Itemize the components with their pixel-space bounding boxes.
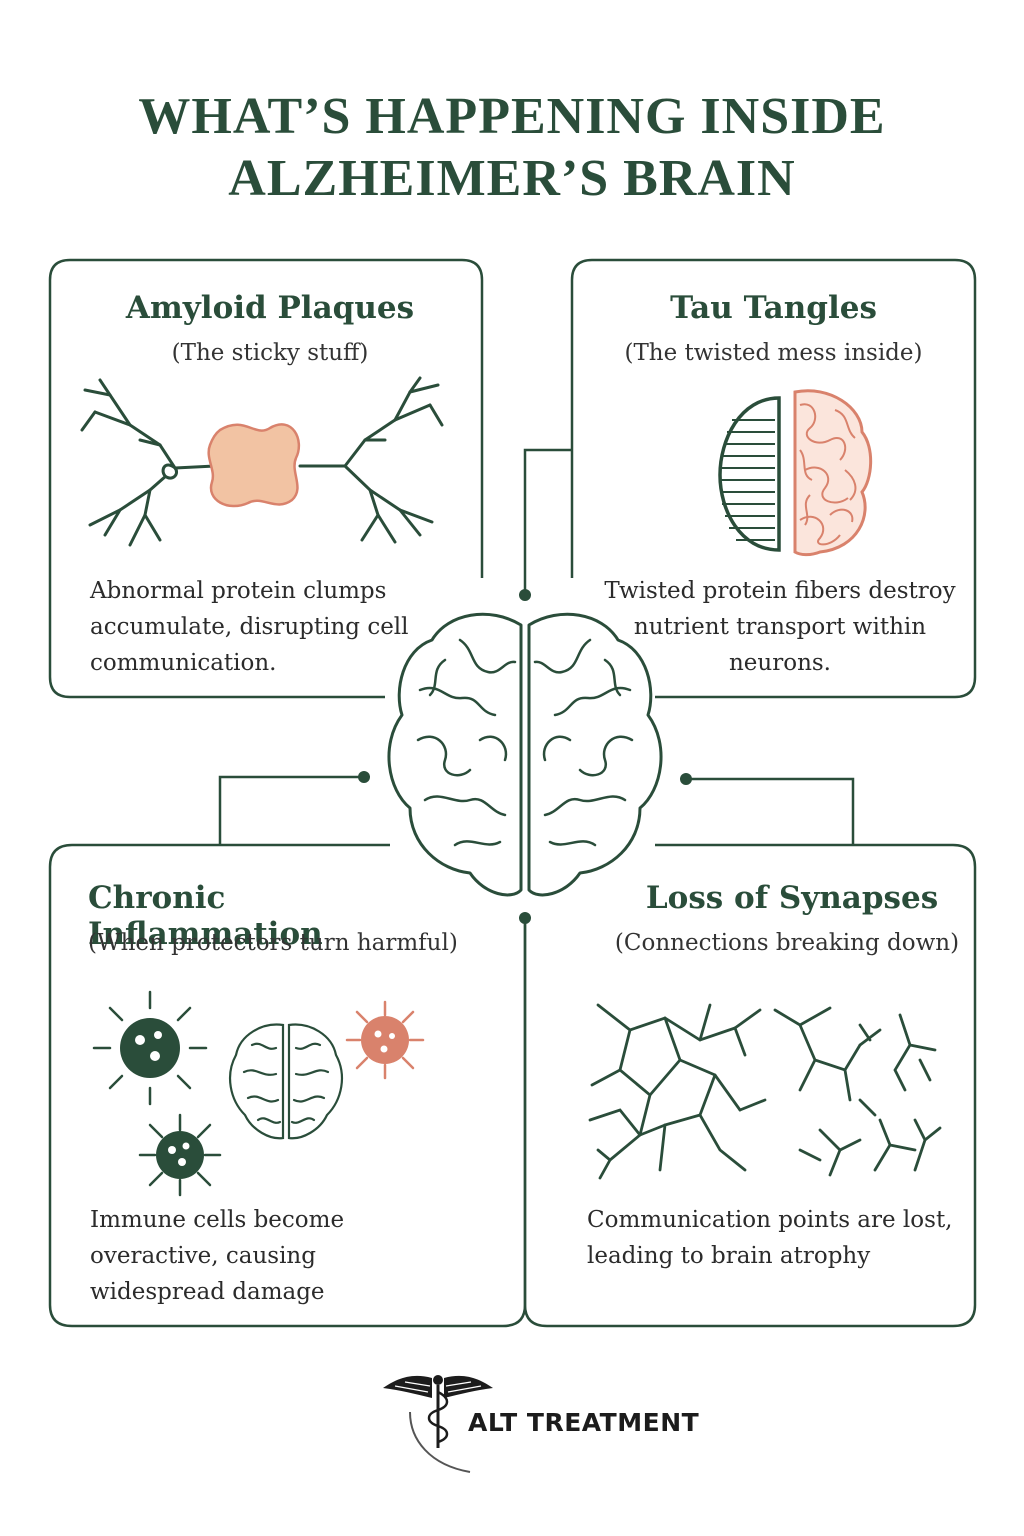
card-subtitle-inflammation: (When protectors turn harmful) bbox=[88, 930, 458, 956]
connector-dot-top bbox=[519, 589, 531, 601]
card-frame-tau bbox=[570, 258, 977, 699]
connector-tau bbox=[523, 448, 572, 595]
card-frame-amyloid bbox=[48, 258, 484, 699]
connector-synapses bbox=[686, 777, 855, 845]
card-subtitle-amyloid: (The sticky stuff) bbox=[171, 340, 369, 366]
caduceus-icon bbox=[383, 1375, 493, 1473]
immune-cells-icon bbox=[92, 990, 425, 1197]
page-title: WHAT’S HAPPENING INSIDE ALZHEIMER’S BRAI… bbox=[0, 86, 1024, 210]
title-line-2: ALZHEIMER’S BRAIN bbox=[228, 150, 796, 207]
card-body-synapses: Communication points are lost, leading t… bbox=[587, 1207, 953, 1269]
synapse-network-icon bbox=[588, 1003, 942, 1180]
card-frame-inflammation bbox=[48, 843, 527, 1328]
card-body-tau: Twisted protein fibers destroy nutrient … bbox=[604, 578, 956, 676]
card-title-synapses: Loss of Synapses bbox=[645, 880, 939, 916]
card-subtitle-tau: (The twisted mess inside) bbox=[624, 340, 923, 366]
tangle-brain-icon bbox=[718, 389, 873, 557]
card-title-tau: Tau Tangles bbox=[670, 290, 877, 326]
plaque-icon bbox=[207, 423, 301, 508]
card-body-amyloid: Abnormal protein clumps accumulate, disr… bbox=[90, 578, 409, 676]
card-subtitle-synapses: (Connections breaking down) bbox=[614, 930, 960, 956]
card-title-amyloid: Amyloid Plaques bbox=[125, 290, 415, 326]
logo-text: ALT TREATMENT bbox=[468, 1408, 700, 1437]
connector-dot-right bbox=[680, 773, 692, 785]
connector-dot-left bbox=[358, 771, 370, 783]
card-body-inflammation: Immune cells become overactive, causing … bbox=[90, 1207, 345, 1305]
connector-dot-bottom bbox=[519, 912, 531, 924]
central-brain-icon bbox=[387, 612, 663, 897]
title-line-1: WHAT’S HAPPENING INSIDE bbox=[138, 88, 886, 145]
neuron-plaque-icon bbox=[80, 376, 444, 547]
card-frame-synapses bbox=[523, 843, 977, 1328]
connector-inflammation bbox=[218, 775, 363, 845]
card-title-inflammation: Chronic Inflammation bbox=[88, 880, 323, 952]
